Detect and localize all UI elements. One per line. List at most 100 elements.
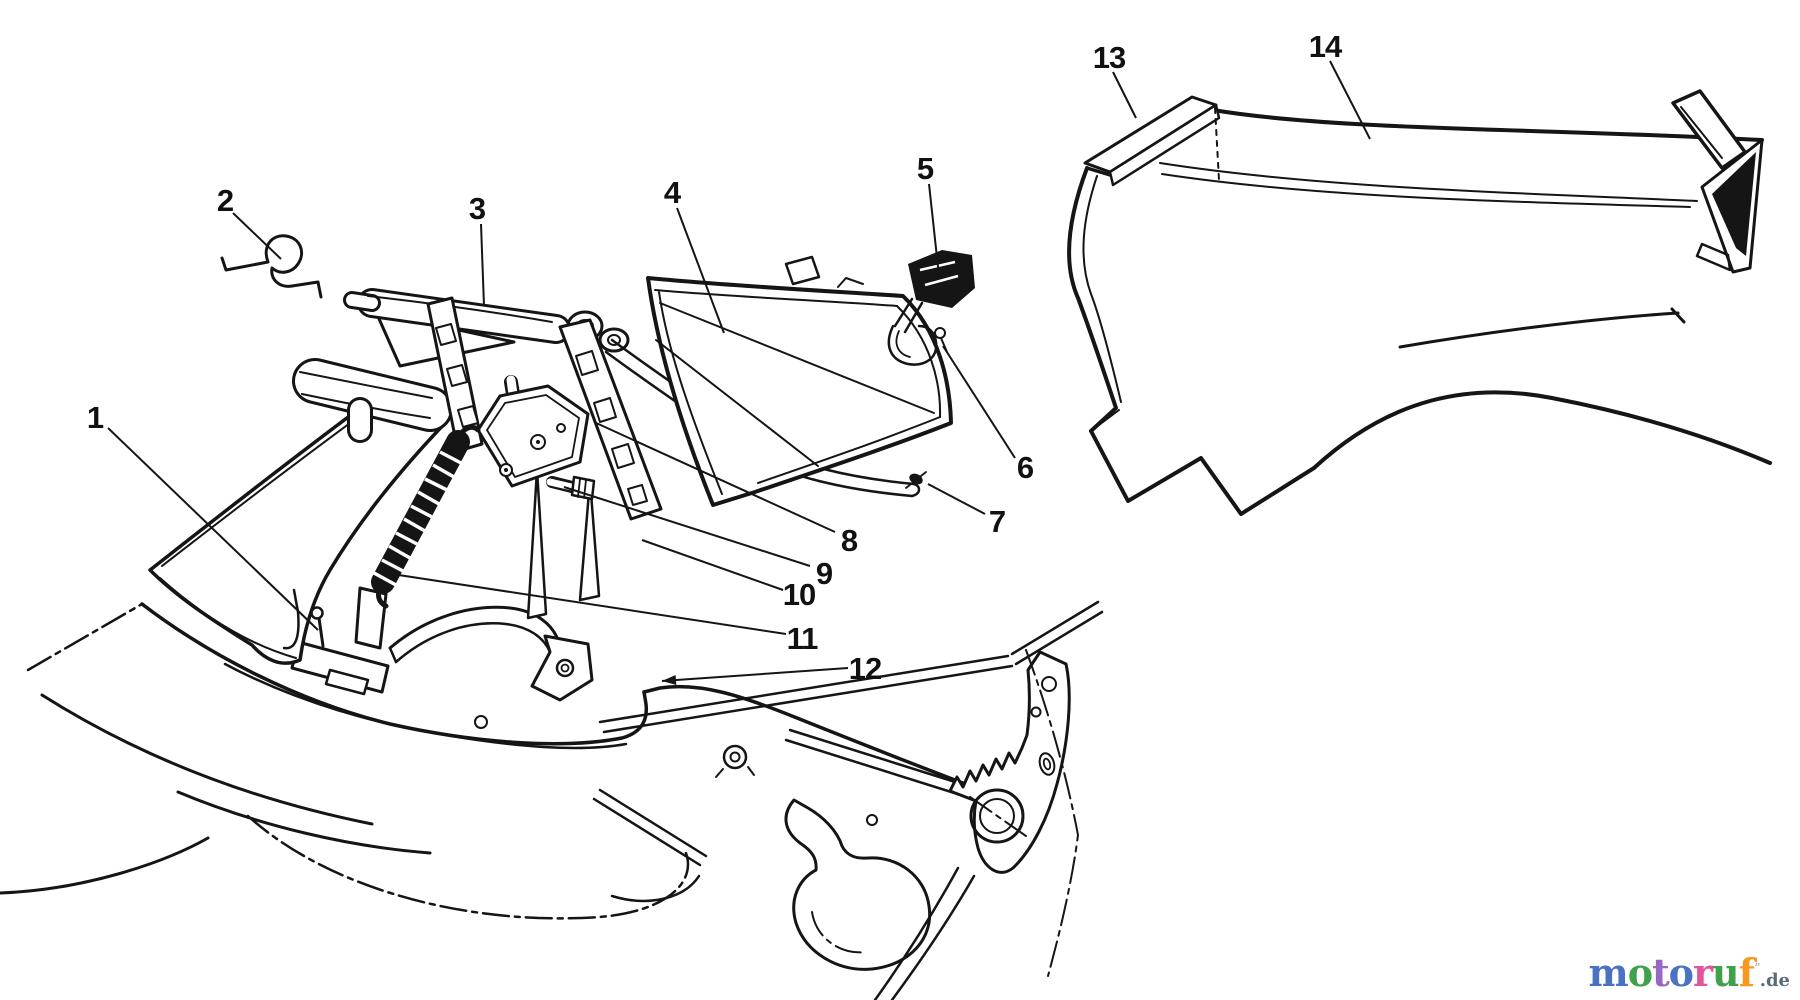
anchor-arm — [354, 586, 388, 650]
latch-arm — [893, 297, 924, 334]
rail-line — [598, 654, 1014, 734]
plate-inner-line — [486, 394, 580, 478]
latch-bolt-washer — [905, 471, 927, 489]
deck-wheel-arc — [0, 836, 210, 895]
deck-fin — [526, 468, 548, 620]
callout-number-10: 10 — [783, 577, 815, 612]
cover-outline — [148, 378, 450, 665]
spring-coil-turns — [373, 450, 462, 587]
callout-number-13: 13 — [1093, 40, 1126, 75]
deck-phantom-line — [26, 602, 144, 672]
callout-number-5: 5 — [917, 151, 934, 186]
front-bar-highlight — [299, 371, 433, 399]
callout-number-6: 6 — [1017, 450, 1034, 485]
side-chute — [646, 250, 975, 507]
callout-leader-14 — [1329, 60, 1371, 140]
slotted-guide-strips — [426, 296, 663, 521]
arch-bracket — [388, 468, 601, 702]
adjuster-hole — [1041, 676, 1057, 692]
strip-slot — [611, 443, 635, 469]
chute14-top-edge — [1211, 108, 1764, 142]
chute14-notch-edge — [1089, 429, 1316, 516]
deck-fin — [578, 478, 601, 602]
deck-small-hole — [866, 814, 878, 826]
callout-leader-8 — [593, 421, 836, 533]
adjuster-hub-inner — [979, 798, 1015, 834]
deck-front-edge — [40, 693, 374, 826]
strip-slot — [457, 405, 479, 428]
rail-line — [1010, 600, 1104, 666]
logo-text: motoruf — [1588, 950, 1756, 995]
deck-front-edge — [176, 790, 432, 855]
front-bar — [292, 358, 453, 443]
adjuster-hole — [1030, 706, 1042, 718]
chute-inner-line — [658, 291, 723, 495]
anchor-tab — [324, 668, 370, 696]
callout-leader-12 — [661, 667, 849, 682]
extension-spring — [371, 424, 481, 609]
torsion-spring-wire — [220, 234, 323, 299]
callout-number-7: 7 — [989, 504, 1005, 539]
adjuster-hub-phantom — [969, 796, 1027, 837]
chute-outline — [646, 276, 953, 507]
logo-link[interactable]: motoruf”.de — [1589, 954, 1791, 992]
callout-leader-3 — [480, 223, 485, 307]
callout-number-8: 8 — [841, 523, 858, 558]
cover-inner-line — [159, 577, 297, 659]
strip-slot — [446, 364, 468, 387]
strip-slot — [593, 397, 617, 423]
chute-tab — [784, 255, 821, 286]
callout-number-9: 9 — [816, 556, 833, 591]
logo-letter: o — [1627, 950, 1653, 995]
arch-ear-hole-inner — [560, 663, 570, 673]
callout-leader-11 — [391, 573, 787, 635]
adjuster-arm-line — [873, 866, 976, 1000]
chute-inner-line — [757, 416, 941, 484]
lever-highlight — [367, 295, 553, 323]
chute14-flange-arc — [1312, 390, 1772, 470]
callout-number-4: 4 — [664, 175, 682, 210]
logo-letter: u — [1712, 950, 1740, 995]
arch-end — [388, 646, 398, 664]
mounting-plate — [476, 375, 596, 501]
lever-tab-body — [346, 294, 378, 309]
logo-letter: f — [1738, 950, 1755, 995]
plate-hole — [556, 423, 566, 433]
deck-small-hole — [474, 715, 488, 729]
strip-slot — [627, 484, 648, 506]
chute-notch — [837, 277, 864, 288]
logo-letter: t — [1652, 950, 1670, 995]
torsion-spring — [220, 234, 323, 299]
callout-leader-13 — [1112, 71, 1137, 119]
front-bar-body — [295, 361, 450, 429]
chute14-inner-line — [1159, 162, 1698, 202]
callout-leader-10 — [641, 539, 784, 591]
chute-inner-line — [896, 305, 942, 418]
deck-inner-arc — [610, 874, 701, 903]
callout-leader-4 — [676, 207, 725, 334]
chute14-end-foot — [1695, 242, 1732, 272]
callout-number-3: 3 — [469, 191, 486, 226]
chute14-fin — [1671, 89, 1747, 170]
deck-boss-phantom-arc — [811, 911, 867, 954]
height-adjuster-bracket — [873, 649, 1079, 1000]
arch-bottom-edge — [394, 622, 552, 664]
lever-body — [360, 291, 568, 341]
callout-arrow-12 — [662, 675, 677, 686]
callout-leader-1 — [107, 427, 319, 631]
hinge-barrel-inner — [607, 334, 621, 346]
callout-leader-2 — [232, 212, 282, 260]
logo-suffix: .de — [1759, 970, 1790, 991]
mower-housing — [0, 602, 994, 971]
logo-letter: m — [1588, 950, 1629, 995]
handle-rails — [592, 600, 1104, 867]
rod-end-cap — [910, 482, 921, 498]
deck-bolt-center — [729, 751, 741, 763]
plate-hole-center — [504, 468, 508, 472]
callout-leader-7 — [927, 483, 986, 515]
callout-number-12: 12 — [849, 651, 881, 686]
callout-leader-5 — [928, 183, 940, 277]
